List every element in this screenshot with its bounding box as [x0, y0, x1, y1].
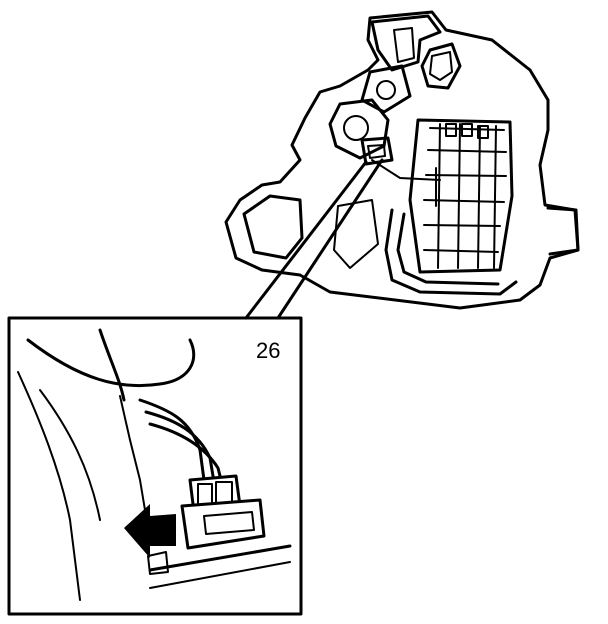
electrical-connector [180, 474, 266, 550]
lower-duct [242, 194, 304, 260]
blower-motor-hub [343, 115, 369, 141]
coolant-pipe-inner [396, 212, 500, 286]
top-block [370, 14, 442, 72]
hvac-unit-overview [224, 10, 580, 310]
connector-location [360, 136, 394, 166]
coolant-pipe-outer [384, 208, 518, 296]
inset-housing-curve [26, 338, 196, 388]
wire-harness [138, 398, 224, 486]
actuator-upper-detail [429, 51, 453, 81]
inset-base-tab [147, 551, 169, 575]
inset-panel-left [17, 371, 81, 601]
inset-base-rail [148, 544, 292, 572]
actuator-middle-hub [376, 80, 396, 100]
detail-inset: 26 [7, 316, 303, 616]
release-arrow-icon [124, 504, 176, 558]
side-bracket [546, 206, 580, 256]
blower-motor [328, 98, 390, 160]
inset-base-rail-lower [149, 561, 291, 589]
inset-bracket [98, 328, 126, 402]
inset-frame [7, 316, 303, 616]
heater-core-grid [408, 118, 514, 274]
actuator-middle [360, 64, 412, 114]
housing-outline [224, 10, 580, 310]
connector-location-detail [367, 144, 386, 159]
inset-panel-inner [39, 389, 101, 521]
leader-lines [244, 158, 384, 320]
top-block-detail [393, 27, 415, 63]
actuator-upper [420, 42, 462, 90]
lower-duct-inner [333, 199, 379, 269]
linkage-rod [371, 159, 441, 207]
callout-number: 26 [256, 338, 280, 363]
